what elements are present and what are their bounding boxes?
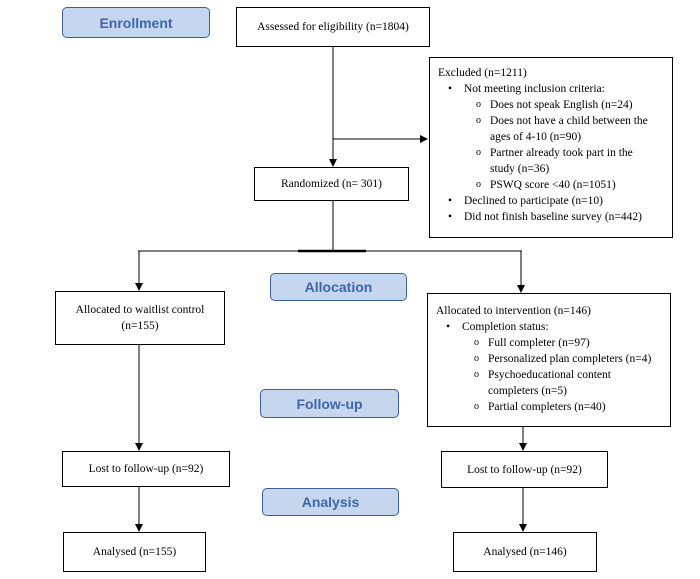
intervention-psychoed: Psychoeducational content <box>436 367 666 383</box>
excluded-child-age: Does not have a child between the <box>438 113 668 129</box>
assessed-text: Assessed for eligibility (n=1804) <box>257 21 409 33</box>
intervention-status: Completion status: <box>436 319 666 335</box>
intervention-psychoed-cont: completers (n=5) <box>488 385 567 397</box>
stage-analysis: Analysis <box>262 488 399 516</box>
excluded-baseline: Did not finish baseline survey (n=442) <box>438 209 668 225</box>
lost-followup-right-text: Lost to follow-up (n=92) <box>467 463 582 476</box>
excluded-title: Excluded (n=1211) <box>438 67 527 79</box>
intervention-title: Allocated to intervention (n=146) <box>436 305 591 317</box>
analysed-left-text: Analysed (n=155) <box>92 546 177 558</box>
randomized-box: Randomized (n= 301) <box>254 167 409 201</box>
stage-enrollment: Enrollment <box>62 7 210 38</box>
lost-followup-right-box: Lost to follow-up (n=92) <box>441 451 608 488</box>
excluded-partner: Partner already took part in the <box>438 145 668 161</box>
intervention-partial: Partial completers (n=40) <box>436 399 666 415</box>
stage-follow-up: Follow-up <box>260 389 399 418</box>
excluded-partner-cont: study (n=36) <box>490 163 550 175</box>
excluded-child-age-cont: ages of 4-10 (n=90) <box>490 131 582 143</box>
excluded-criteria: Not meeting inclusion criteria: <box>438 81 668 97</box>
lost-followup-left-box: Lost to follow-up (n=92) <box>62 451 230 487</box>
lost-followup-left-text: Lost to follow-up (n=92) <box>88 463 204 475</box>
randomized-text: Randomized (n= 301) <box>280 178 383 190</box>
intervention-full: Full completer (n=97) <box>436 335 666 351</box>
excluded-declined: Declined to participate (n=10) <box>438 193 668 209</box>
stage-allocation: Allocation <box>270 273 407 301</box>
waitlist-box: Allocated to waitlist control (n=155) <box>55 291 225 345</box>
analysed-left-box: Analysed (n=155) <box>63 532 206 572</box>
intervention-plan: Personalized plan completers (n=4) <box>436 351 666 367</box>
intervention-box: Allocated to intervention (n=146) Comple… <box>427 293 671 427</box>
excluded-english: Does not speak English (n=24) <box>438 97 668 113</box>
excluded-pswq: PSWQ score <40 (n=1051) <box>438 177 668 193</box>
assessed-box: Assessed for eligibility (n=1804) <box>236 7 430 47</box>
waitlist-label: Allocated to waitlist control <box>75 304 205 316</box>
waitlist-count: (n=155) <box>121 320 159 332</box>
analysed-right-text: Analysed (n=146) <box>483 546 567 558</box>
excluded-box: Excluded (n=1211) Not meeting inclusion … <box>429 57 673 238</box>
analysed-right-box: Analysed (n=146) <box>453 532 597 572</box>
